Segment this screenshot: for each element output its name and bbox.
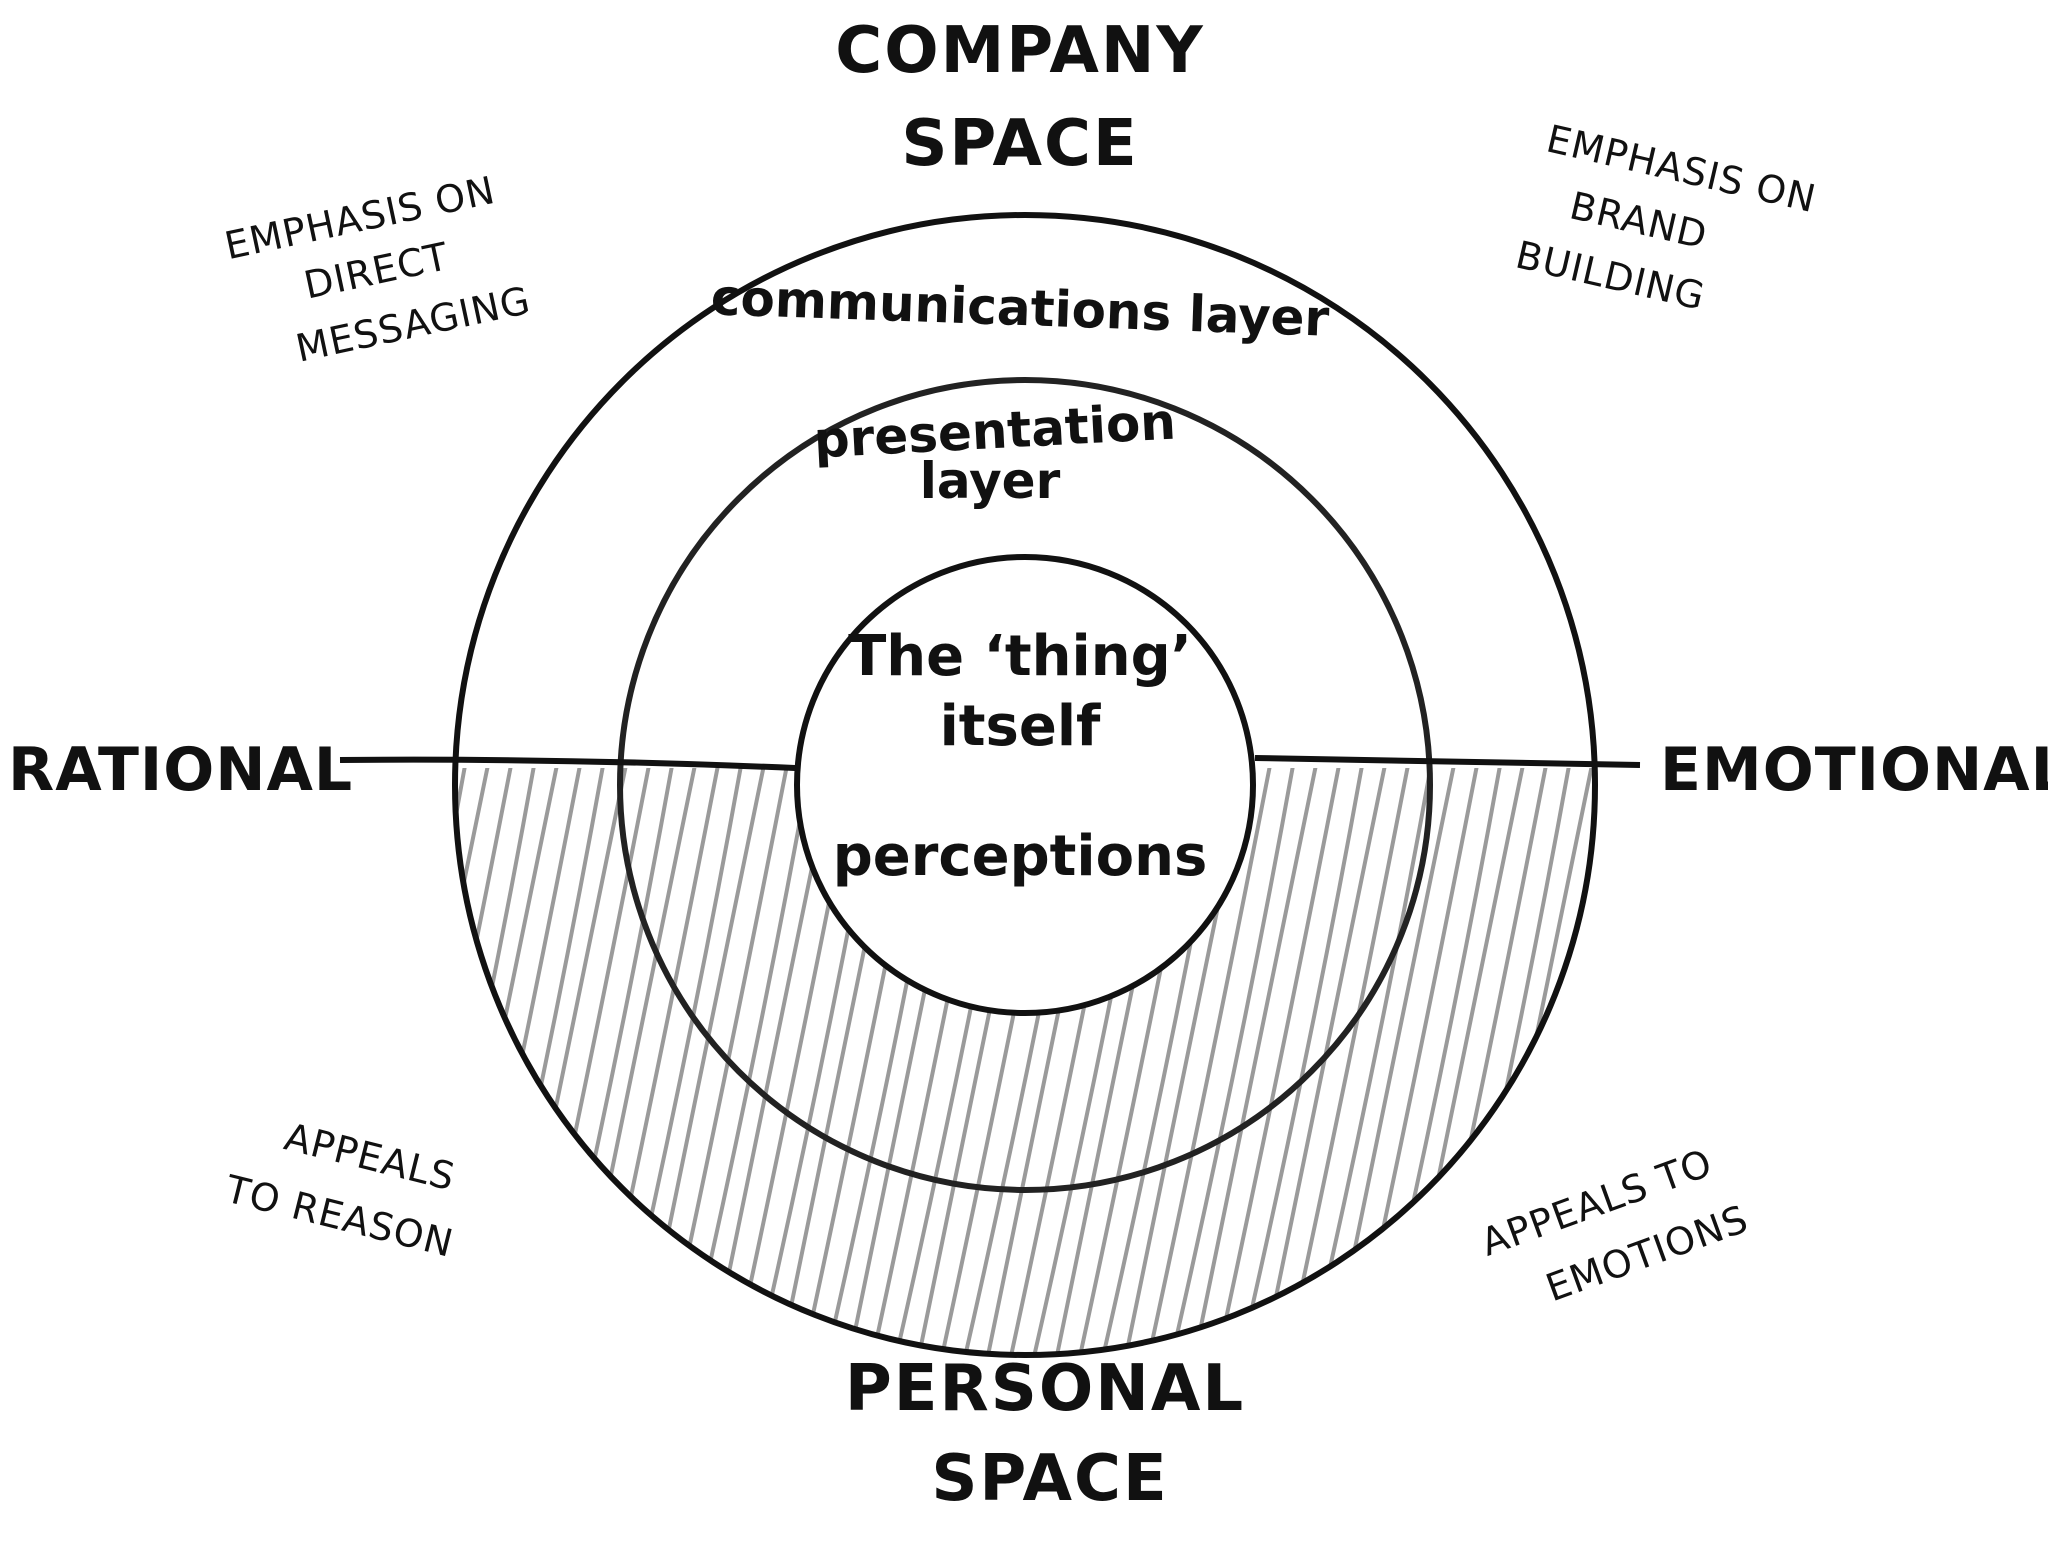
hatch-stroke bbox=[1512, 768, 1640, 1372]
hatch-stroke bbox=[1535, 768, 1663, 1372]
hatch-stroke bbox=[1489, 768, 1617, 1372]
hatch-stroke bbox=[1466, 768, 1594, 1372]
hatch-stroke bbox=[1190, 768, 1318, 1372]
hatch-stroke bbox=[1144, 768, 1272, 1372]
hatch-stroke bbox=[592, 768, 720, 1372]
axis-line-left bbox=[339, 756, 796, 771]
hatch-stroke bbox=[1765, 768, 1893, 1372]
hatch-stroke bbox=[1627, 768, 1755, 1372]
hatch-stroke bbox=[523, 768, 651, 1372]
rational-label: RATIONAL bbox=[8, 735, 353, 805]
hatch-stroke bbox=[477, 768, 605, 1372]
hatch-stroke bbox=[1673, 768, 1801, 1372]
hatch-stroke bbox=[293, 768, 421, 1372]
hatch-stroke bbox=[1696, 768, 1824, 1372]
hatch-stroke bbox=[1236, 768, 1364, 1372]
hatch-stroke bbox=[1420, 768, 1548, 1372]
hatch-stroke bbox=[1581, 768, 1709, 1372]
hatch-stroke bbox=[1328, 768, 1456, 1372]
hatch-stroke bbox=[1742, 768, 1870, 1372]
hatch-stroke bbox=[1443, 768, 1571, 1372]
hatched-personal-area bbox=[293, 768, 1916, 1372]
perceptions-label: perceptions bbox=[833, 824, 1208, 889]
hatch-stroke bbox=[316, 768, 444, 1372]
hatch-stroke bbox=[1558, 768, 1686, 1372]
outer-ring bbox=[452, 212, 1598, 1358]
hatch-stroke bbox=[385, 768, 513, 1372]
core-circle bbox=[794, 554, 1256, 1016]
hatch-stroke bbox=[1305, 768, 1433, 1372]
hatch-stroke bbox=[339, 768, 467, 1372]
hatch-stroke bbox=[1213, 768, 1341, 1372]
hatch-stroke bbox=[500, 768, 628, 1372]
hatch-stroke bbox=[1397, 768, 1525, 1372]
hatch-stroke bbox=[638, 768, 766, 1372]
hatch-stroke bbox=[1604, 768, 1732, 1372]
hatch-stroke bbox=[684, 768, 812, 1372]
emotional-label: EMOTIONAL bbox=[1660, 735, 2048, 805]
middle-ring bbox=[617, 377, 1433, 1193]
hatch-stroke bbox=[1351, 768, 1479, 1372]
hatch-stroke bbox=[615, 768, 743, 1372]
axis-line-right bbox=[1254, 755, 1641, 768]
thing-itself-label-2: itself bbox=[940, 694, 1101, 759]
hatch-stroke bbox=[1650, 768, 1778, 1372]
company-space-line-1: COMPANY bbox=[835, 14, 1205, 88]
hatch-stroke bbox=[1167, 768, 1295, 1372]
hatch-stroke bbox=[1374, 768, 1502, 1372]
presentation-layer-label-2: layer bbox=[920, 452, 1061, 510]
company-space-line-2: SPACE bbox=[901, 107, 1138, 181]
brand-building-note-2: BRAND bbox=[1566, 183, 1712, 257]
hatch-stroke bbox=[408, 768, 536, 1372]
hatch-stroke bbox=[546, 768, 674, 1372]
hatch-stroke bbox=[1788, 768, 1916, 1372]
hatch-stroke bbox=[431, 768, 559, 1372]
thing-itself-label-1: The ‘thing’ bbox=[848, 624, 1192, 689]
hatch-stroke bbox=[1719, 768, 1847, 1372]
personal-space-line-1: PERSONAL bbox=[845, 1352, 1245, 1426]
hatch-stroke bbox=[569, 768, 697, 1372]
communications-layer-label: communications layer bbox=[710, 268, 1331, 348]
hatch-stroke bbox=[362, 768, 490, 1372]
personal-space-line-2: SPACE bbox=[931, 1442, 1168, 1516]
